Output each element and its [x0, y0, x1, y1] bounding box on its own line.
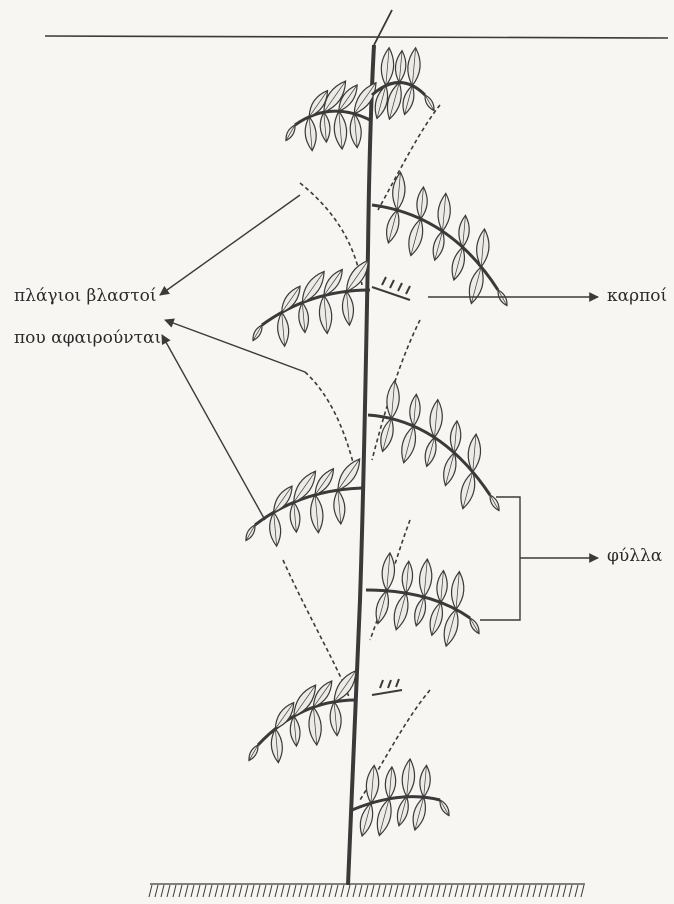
ground-hatch-mark — [287, 885, 290, 897]
ground-hatch-mark — [461, 885, 464, 897]
ground-hatch-mark — [203, 885, 206, 897]
leaf-branch — [352, 797, 440, 810]
ground-hatch-mark — [431, 885, 434, 897]
label-fruits: καρποί — [607, 286, 667, 306]
ground-hatch-mark — [545, 885, 548, 897]
ground-hatch-mark — [389, 885, 392, 897]
ground-hatch-mark — [347, 885, 350, 897]
annotation-arrows — [160, 195, 598, 620]
ground-hatch-mark — [497, 885, 500, 897]
ground-hatch-mark — [353, 885, 356, 897]
ground-hatch-mark — [377, 885, 380, 897]
ground-hatch-mark — [179, 885, 182, 897]
arrow-side-shoot-3 — [162, 335, 265, 520]
ground-hatch-mark — [581, 885, 584, 897]
trellis-wire — [45, 36, 668, 38]
ground-hatch-mark — [239, 885, 242, 897]
ground-hatch-mark — [569, 885, 572, 897]
ground-hatch-mark — [149, 885, 152, 897]
ground-hatch-mark — [227, 885, 230, 897]
ground-hatch-mark — [245, 885, 248, 897]
ground-hatch-mark — [395, 885, 398, 897]
ground-hatch-mark — [455, 885, 458, 897]
ground-hatch-mark — [311, 885, 314, 897]
ground-hatch-mark — [443, 885, 446, 897]
ground-hatch-mark — [317, 885, 320, 897]
ground-hatch-mark — [329, 885, 332, 897]
ground-hatch-mark — [269, 885, 272, 897]
ground-hatch-mark — [503, 885, 506, 897]
ground-hatch-mark — [335, 885, 338, 897]
ground-hatch-mark — [167, 885, 170, 897]
label-side-shoots-line1: πλάγιοι βλαστοί — [14, 286, 157, 306]
ground-hatch-mark — [161, 885, 164, 897]
fruit-trusses — [372, 277, 410, 695]
ground-hatch-mark — [197, 885, 200, 897]
ground-hatch-mark — [419, 885, 422, 897]
leaves-bracket — [480, 497, 520, 620]
ground-hatch-mark — [173, 885, 176, 897]
ground-hatch-mark — [257, 885, 260, 897]
ground-hatching — [149, 885, 584, 897]
ground-hatch-mark — [275, 885, 278, 897]
ground-hatch-mark — [209, 885, 212, 897]
ground-hatch-mark — [479, 885, 482, 897]
ground-hatch-mark — [467, 885, 470, 897]
ground-hatch-mark — [293, 885, 296, 897]
ground-hatch-mark — [233, 885, 236, 897]
ground-hatch-mark — [383, 885, 386, 897]
ground-hatch-mark — [359, 885, 362, 897]
ground-hatch-mark — [533, 885, 536, 897]
ground-hatch-mark — [449, 885, 452, 897]
ground-hatch-mark — [485, 885, 488, 897]
ground-hatch-mark — [437, 885, 440, 897]
ground-hatch-mark — [299, 885, 302, 897]
ground-hatch-mark — [221, 885, 224, 897]
label-leaves: φύλλα — [607, 546, 662, 566]
top-shoot — [374, 10, 392, 45]
ground-hatch-mark — [365, 885, 368, 897]
ground-hatch-mark — [515, 885, 518, 897]
ground-hatch-mark — [251, 885, 254, 897]
label-side-shoots-line2: που αφαιρούνται — [14, 328, 161, 348]
ground-hatch-mark — [575, 885, 578, 897]
ground-hatch-mark — [305, 885, 308, 897]
ground-hatch-mark — [281, 885, 284, 897]
ground-hatch-mark — [407, 885, 410, 897]
ground-hatch-mark — [527, 885, 530, 897]
ground-hatch-mark — [425, 885, 428, 897]
ground-hatch-mark — [413, 885, 416, 897]
ground-hatch-mark — [557, 885, 560, 897]
ground-hatch-mark — [263, 885, 266, 897]
ground-hatch-mark — [215, 885, 218, 897]
ground-hatch-mark — [191, 885, 194, 897]
ground-hatch-mark — [473, 885, 476, 897]
ground-hatch-mark — [509, 885, 512, 897]
ground-hatch-mark — [323, 885, 326, 897]
ground-hatch-mark — [155, 885, 158, 897]
ground-hatch-mark — [563, 885, 566, 897]
ground-hatch-mark — [521, 885, 524, 897]
ground-hatch-mark — [491, 885, 494, 897]
ground-hatch-mark — [539, 885, 542, 897]
ground-hatch-mark — [341, 885, 344, 897]
arrow-side-shoot-1 — [160, 195, 300, 295]
ground-hatch-mark — [185, 885, 188, 897]
ground-hatch-mark — [371, 885, 374, 897]
ground-hatch-mark — [401, 885, 404, 897]
ground-hatch-mark — [551, 885, 554, 897]
